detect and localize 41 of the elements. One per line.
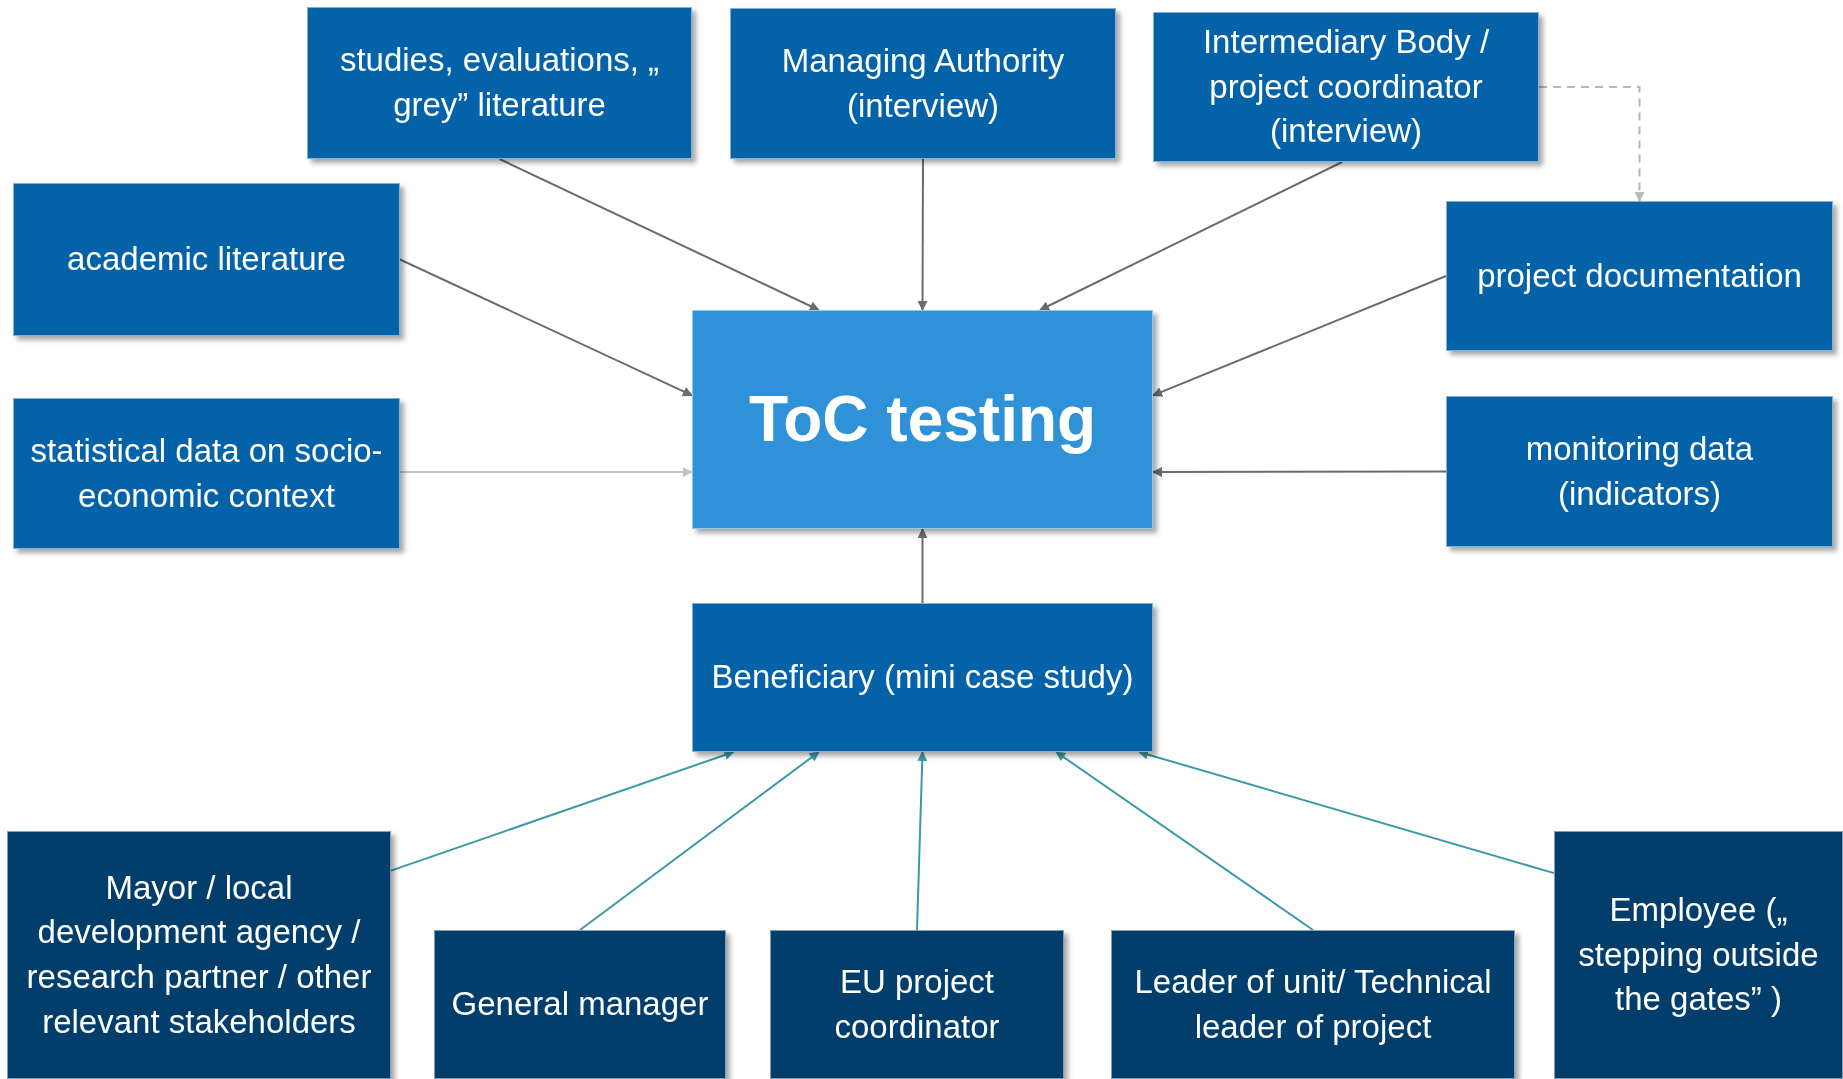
arrow: [1152, 467, 1447, 478]
box-label: General manager: [451, 984, 709, 1025]
source-box: [434, 930, 726, 1079]
arrow: [399, 467, 693, 478]
source-box: [1153, 12, 1539, 162]
source-box: [13, 183, 400, 336]
source-box: [7, 831, 391, 1079]
arrow: [916, 751, 928, 931]
box-label: Beneficiary (mini case study): [711, 657, 1134, 698]
box-label: Mayor / local development agency / research partner / other relevant stakeholders: [25, 867, 373, 1042]
arrow: [579, 751, 820, 931]
box-label: academic literature: [67, 239, 346, 280]
arrow: [390, 750, 735, 872]
box-label: Intermediary Body / project coordinator (interview): [1201, 22, 1491, 152]
source-box: [1446, 201, 1833, 351]
source-box: [307, 7, 692, 159]
arrow: [1538, 86, 1645, 202]
arrow: [1055, 751, 1314, 931]
arrow: [917, 528, 928, 604]
central-box: [692, 310, 1153, 529]
source-box: [1554, 831, 1843, 1079]
box-label: monitoring data (indicators): [1524, 428, 1755, 514]
box-label: studies, evaluations, „ grey” literature: [338, 40, 661, 125]
source-box: [770, 930, 1064, 1079]
box-label: Employee („ stepping outside the gates” ): [1577, 890, 1820, 1020]
box-label: ToC testing: [748, 384, 1097, 455]
source-box: [692, 603, 1153, 752]
source-box: [1111, 930, 1515, 1079]
box-label: Leader of unit/ Technical leader of project: [1133, 961, 1493, 1047]
arrow: [1152, 275, 1447, 397]
arrow: [498, 158, 820, 311]
box-label: statistical data on socio-economic context: [29, 430, 384, 516]
box-label: project documentation: [1477, 255, 1802, 296]
arrow: [399, 258, 693, 397]
arrow: [917, 158, 928, 311]
source-box: [13, 398, 400, 549]
arrow: [1039, 161, 1344, 311]
source-box: [1446, 396, 1833, 547]
source-box: [730, 8, 1116, 159]
box-label: EU project coordinator: [833, 961, 1001, 1047]
box-label: Managing Authority (interview): [780, 40, 1066, 126]
